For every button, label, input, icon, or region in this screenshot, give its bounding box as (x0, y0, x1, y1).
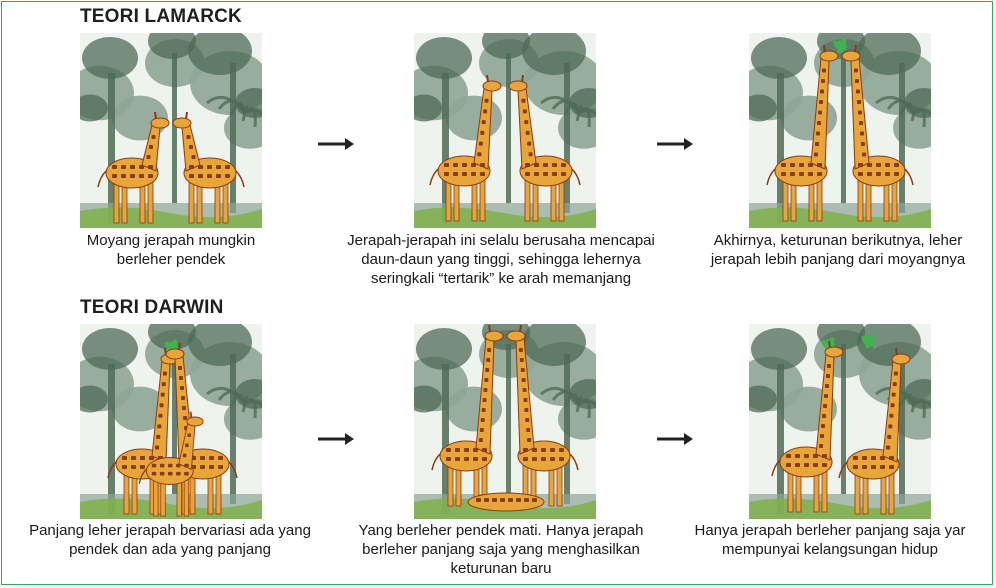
darwin-panel-1 (80, 324, 262, 519)
caption-line: jerapah lebih panjang dari moyangnya (710, 251, 966, 268)
caption-line: Panjang leher jerapah bervariasi ada yan… (29, 522, 311, 539)
caption-line: Moyang jerapah mungkin (86, 232, 256, 249)
arrow-right-icon (318, 432, 354, 446)
darwin-title: TEORI DARWIN (80, 297, 224, 318)
caption-line: Akhirnya, keturunan berikutnya, leher (713, 232, 963, 249)
caption-line: Hanya jerapah berleher panjang saja yar (694, 522, 966, 539)
giraffe-illustration (414, 33, 596, 228)
caption-line: daun-daun yang tinggi, sehingga lehernya (361, 251, 641, 268)
lamarck-caption-3: Akhirnya, keturunan berikutnya, leher je… (688, 231, 988, 269)
arrow-right-icon (657, 137, 693, 151)
darwin-caption-1: Panjang leher jerapah bervariasi ada yan… (14, 521, 326, 559)
giraffe-illustration (749, 33, 931, 228)
lamarck-panel-2 (414, 33, 596, 228)
lamarck-panel-1 (80, 33, 262, 228)
arrow-right-icon (657, 432, 693, 446)
caption-line: seringkali “tertarik” ke arah memanjang (370, 270, 632, 287)
darwin-panel-2 (414, 324, 596, 519)
caption-line: berleher pendek (116, 251, 226, 268)
caption-line: berleher panjang saja yang menghasilkan (362, 541, 640, 558)
lamarck-title: TEORI LAMARCK (80, 6, 242, 27)
lamarck-caption-1: Moyang jerapah mungkin berleher pendek (60, 231, 282, 269)
giraffe-illustration (749, 324, 931, 519)
darwin-caption-3: Hanya jerapah berleher panjang saja yar … (680, 521, 980, 559)
caption-line: Yang berleher pendek mati. Hanya jerapah (358, 522, 644, 539)
lamarck-panel-3 (749, 33, 931, 228)
darwin-caption-2: Yang berleher pendek mati. Hanya jerapah… (340, 521, 662, 578)
caption-line: pendek dan ada yang panjang (69, 541, 271, 558)
giraffe-illustration (414, 324, 596, 519)
caption-line: mempunyai kelangsungan hidup (722, 541, 938, 558)
arrow-right-icon (318, 137, 354, 151)
darwin-panel-3 (749, 324, 931, 519)
lamarck-caption-2: Jerapah-jerapah ini selalu berusaha menc… (330, 231, 672, 288)
caption-line: keturunan baru (450, 560, 552, 577)
caption-line: Jerapah-jerapah ini selalu berusaha menc… (347, 232, 655, 249)
giraffe-illustration (80, 324, 262, 519)
giraffe-illustration (80, 33, 262, 228)
